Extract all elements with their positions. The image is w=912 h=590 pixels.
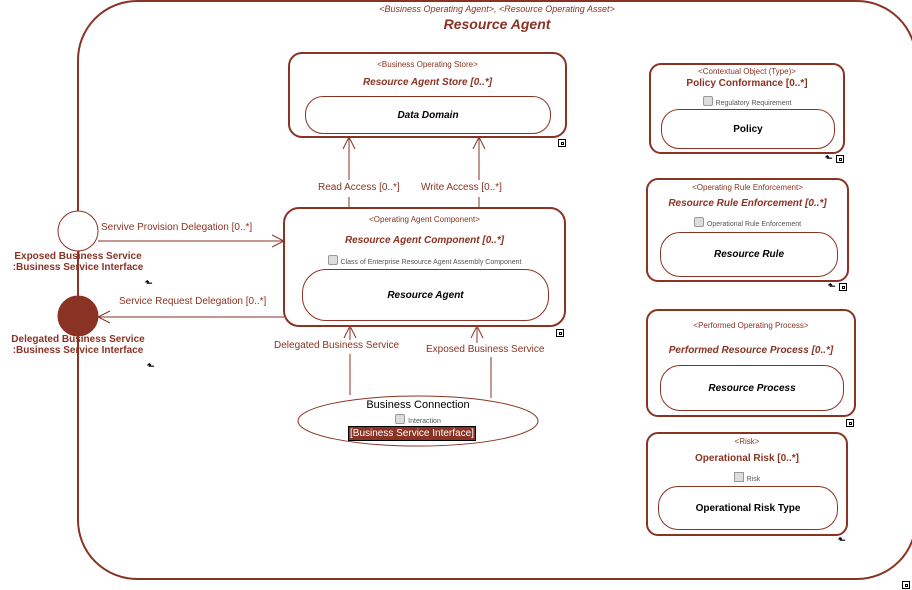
exposed-port-type: :Business Service Interface	[12, 262, 144, 273]
connection-type: Interaction	[298, 414, 538, 425]
resource-agent-title: Resource Agent	[443, 16, 551, 32]
resource-agent-inner[interactable]: Resource Agent	[302, 269, 549, 321]
policy-title: Policy Conformance [0..*]	[686, 78, 808, 89]
process-expand-icon[interactable]	[846, 419, 854, 427]
policy-type: Regulatory Requirement	[651, 96, 843, 107]
risk-inner[interactable]: Operational Risk Type	[658, 486, 838, 530]
data-domain-box[interactable]: Data Domain	[305, 96, 551, 134]
policy-stereotype: <Contextual Object (Type)>	[698, 67, 796, 76]
component-expand-icon[interactable]	[556, 329, 564, 337]
process-inner[interactable]: Resource Process	[660, 365, 844, 411]
store-title: Resource Agent Store [0..*]	[362, 77, 493, 88]
risk-icon	[733, 472, 744, 482]
risk-title: Operational Risk [0..*]	[695, 453, 799, 464]
provision-label: Servive Provision Delegation [0..*]	[101, 222, 253, 233]
request-label: Service Request Delegation [0..*]	[119, 296, 267, 307]
component-title: Resource Agent Component [0..*]	[344, 235, 505, 246]
read-access-label: Read Access [0..*]	[318, 182, 400, 193]
delegated-port-label: Delegated Business Service :Business Ser…	[6, 334, 150, 356]
interaction-icon	[395, 414, 406, 424]
enforcement-icon	[693, 217, 704, 227]
process-title: Performed Resource Process [0..*]	[668, 345, 834, 356]
policy-inner[interactable]: Policy	[661, 109, 835, 149]
component-stereotype: <Operating Agent Component>	[369, 215, 480, 224]
delegated-service-label: Delegated Business Service	[274, 340, 400, 351]
rule-type: Operational Rule Enforcement	[648, 217, 847, 228]
exposed-port-link-icon[interactable]: ⬑	[145, 278, 153, 288]
policy-link-icon[interactable]: ⬑	[825, 153, 833, 163]
connection-interface[interactable]: [Business Service Interface]	[348, 426, 476, 441]
store-box[interactable]: <Business Operating Store> Resource Agen…	[288, 52, 567, 138]
exposed-service-label: Exposed Business Service	[426, 344, 545, 355]
rule-title: Resource Rule Enforcement [0..*]	[668, 198, 827, 209]
rule-expand-icon[interactable]	[839, 283, 847, 291]
risk-type: Risk	[648, 472, 846, 483]
rule-box[interactable]: <Operating Rule Enforcement> Resource Ru…	[646, 178, 849, 282]
rule-inner[interactable]: Resource Rule	[660, 232, 838, 277]
policy-expand-icon[interactable]	[836, 155, 844, 163]
delegated-port[interactable]	[57, 295, 99, 337]
exposed-port[interactable]	[57, 210, 99, 252]
delegated-port-link-icon[interactable]: ⬑	[147, 361, 155, 371]
process-box[interactable]: <Performed Operating Process> Performed …	[646, 309, 856, 417]
process-stereotype: <Performed Operating Process>	[693, 321, 809, 330]
requirement-icon	[702, 96, 713, 106]
resource-agent-stereotype: <Business Operating Agent>, <Resource Op…	[379, 4, 615, 14]
risk-stereotype: <Risk>	[734, 437, 760, 446]
risk-box[interactable]: <Risk> Operational Risk [0..*] Risk Oper…	[646, 432, 848, 536]
risk-link-icon[interactable]: ⬑	[838, 535, 846, 545]
write-access-label: Write Access [0..*]	[421, 182, 502, 193]
rule-stereotype: <Operating Rule Enforcement>	[692, 183, 803, 192]
delegated-port-type: :Business Service Interface	[12, 345, 144, 356]
policy-box[interactable]: <Contextual Object (Type)> Policy Confor…	[649, 63, 845, 154]
class-icon	[327, 255, 338, 265]
resource-agent-expand-icon[interactable]	[902, 581, 910, 589]
delegated-port-name: Delegated Business Service	[11, 334, 145, 345]
component-type: Class of Enterprise Resource Agent Assem…	[285, 255, 564, 266]
store-stereotype: <Business Operating Store>	[377, 60, 478, 69]
exposed-port-name: Exposed Business Service	[14, 251, 142, 262]
exposed-port-label: Exposed Business Service :Business Servi…	[8, 251, 148, 273]
connection-title: Business Connection	[366, 399, 470, 411]
store-expand-icon[interactable]	[558, 139, 566, 147]
component-box[interactable]: <Operating Agent Component> Resource Age…	[283, 207, 566, 327]
rule-link-icon[interactable]: ⬑	[828, 281, 836, 291]
